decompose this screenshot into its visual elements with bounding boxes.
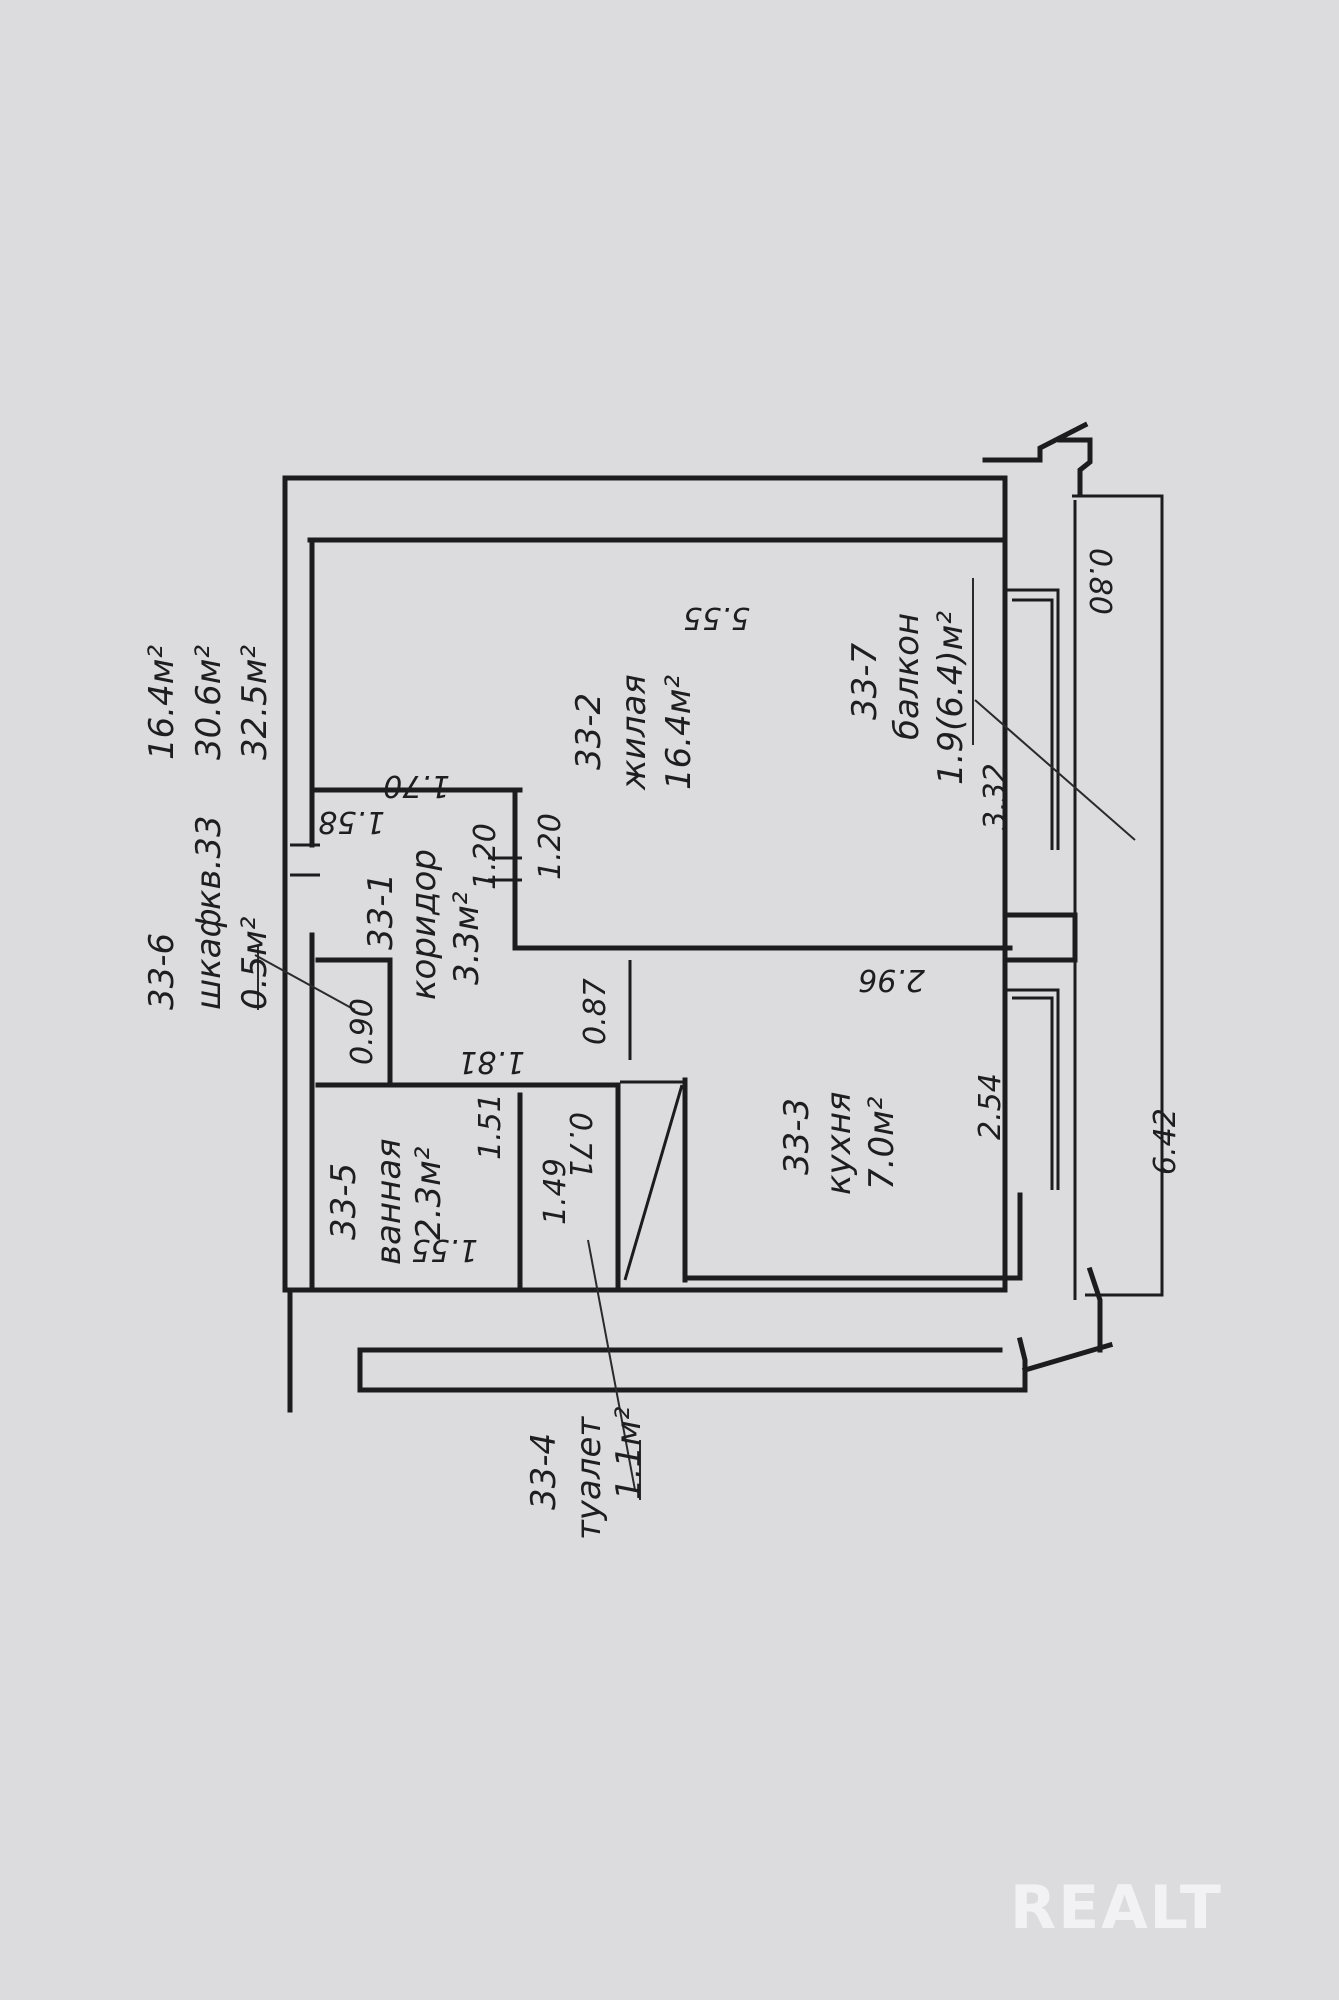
apartment-number: кв.33 (189, 815, 229, 910)
window-kitchen (1005, 988, 1060, 1190)
corridor-code: 33-1 (361, 873, 401, 950)
summary-area-with-balcony: 32.5м² (235, 645, 275, 760)
kitchen-name: кухня (819, 1092, 859, 1195)
dim-hall-length: 1.81 (458, 1044, 525, 1079)
living-area: 16.4м² (659, 675, 699, 790)
walls (282, 421, 1164, 1413)
dim-corridor-length: 1.70 (383, 768, 450, 803)
summary-area-living: 16.4м² (142, 645, 182, 760)
closet-area: 0.5м² (235, 916, 275, 1010)
dim-bath-width: 1.55 (411, 1232, 478, 1267)
dimensions: 5.55 1.70 1.58 1.81 2.96 1.55 0.71 0.80 … (318, 548, 1183, 1267)
room-corridor: 33-1 коридор 3.3м² (361, 849, 487, 1000)
room-balcony: 33-7 балкон 1.9(6.4)м² (845, 611, 971, 785)
dim-passage: 0.87 (578, 978, 613, 1045)
room-closet: 33-6 шкаф 0.5м² (142, 908, 275, 1010)
room-bathroom: 33-5 ванная 2.3м² (324, 1138, 449, 1265)
bathroom-area: 2.3м² (409, 1146, 449, 1240)
balcony-area: 1.9(6.4)м² (931, 611, 971, 785)
corridor-name: коридор (404, 849, 444, 1000)
room-kitchen: 33-3 кухня 7.0м² (777, 1092, 902, 1195)
balcony-door-frame (1005, 912, 1078, 963)
toilet-leader (587, 1239, 636, 1491)
closet-name: шкаф (189, 908, 229, 1010)
bathroom-code: 33-5 (324, 1163, 364, 1240)
living-name: жилая (614, 674, 654, 791)
dim-kitchen-width: 2.54 (973, 1073, 1008, 1140)
room-living: 33-2 жилая 16.4м² (569, 674, 699, 791)
summary-area-total: 30.6м² (189, 645, 229, 760)
bathroom-name: ванная (369, 1138, 409, 1265)
toilet-code: 33-4 (524, 1433, 564, 1510)
toilet-area: 1.1м² (609, 1406, 649, 1500)
balcony-leader (974, 699, 1136, 841)
dim-living-length: 5.55 (683, 600, 750, 635)
dim-toilet-width: 0.71 (562, 1112, 597, 1179)
dim-toilet-length: 1.49 (538, 1158, 573, 1225)
kitchen-code: 33-3 (777, 1098, 817, 1175)
door-marks (290, 843, 632, 1060)
living-code: 33-2 (569, 693, 609, 770)
stair-stub-bottom (287, 1266, 1114, 1413)
dim-bath-length: 1.51 (473, 1093, 508, 1160)
balcony-name: балкон (887, 613, 927, 740)
kitchen-area: 7.0м² (862, 1096, 902, 1190)
closet-code: 33-6 (142, 933, 182, 1010)
closet-wall (315, 957, 393, 1088)
dim-kitchen-length: 2.96 (858, 962, 925, 997)
dim-corridor-width: 1.58 (318, 804, 385, 839)
toilet-name: туалет (569, 1416, 609, 1540)
dim-opening-a: 1.20 (468, 823, 503, 890)
summary-block: 16.4м² 30.6м² 32.5м² кв.33 (142, 645, 275, 910)
room-toilet: 33-4 туалет 1.1м² (524, 1406, 649, 1540)
stair-stub-top (982, 421, 1093, 495)
corridor-area: 3.3м² (447, 891, 487, 985)
realt-watermark-logo: REALT (1010, 1873, 1223, 1943)
dim-balcony-depth: 0.80 (1082, 548, 1117, 615)
balcony-slab (1072, 494, 1164, 1300)
closet-leader (254, 954, 356, 1011)
dim-opening-b: 1.20 (533, 813, 568, 880)
outer-wall (282, 475, 1008, 1293)
dim-living-width: 3.32 (978, 763, 1013, 830)
kitchen-unit (620, 1080, 687, 1281)
leader-lines (254, 578, 1136, 1500)
balcony-code: 33-7 (845, 642, 885, 720)
dim-balcony-length: 6.42 (1148, 1108, 1183, 1175)
dim-closet-width: 0.90 (345, 998, 380, 1065)
